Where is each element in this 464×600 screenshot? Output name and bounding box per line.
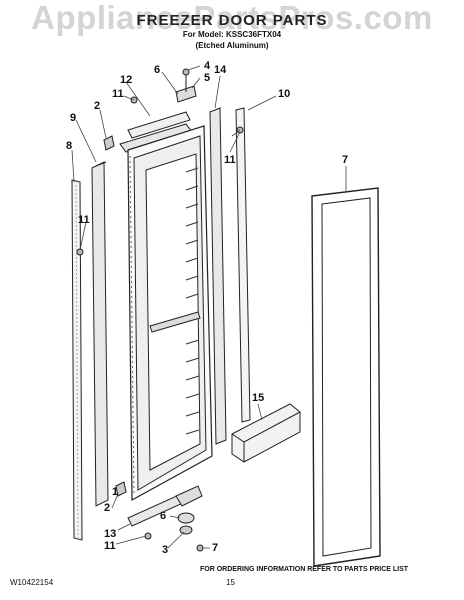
part-2-clip-top <box>103 135 115 151</box>
callout-13: 13 <box>104 528 117 540</box>
part-8-gasket-strip <box>71 179 83 541</box>
model-line: For Model: KSSC36FTX04 <box>182 30 282 39</box>
part-14-side-trim <box>209 107 227 445</box>
part-9-side-trim <box>91 161 109 507</box>
callout-11-right: 11 <box>224 154 236 166</box>
part-6-hinge-pin <box>177 512 195 535</box>
callout-6-top: 6 <box>154 64 161 76</box>
callout-10: 10 <box>278 88 291 100</box>
callout-6-bottom: 6 <box>160 510 167 522</box>
callout-7-bottom: 7 <box>212 542 219 554</box>
document-number: W10422154 <box>10 578 54 587</box>
callout-11-bottom: 11 <box>104 540 116 552</box>
page-title: FREEZER DOOR PARTS <box>136 12 328 29</box>
callout-4: 4 <box>204 60 211 72</box>
part-15-door-bin <box>231 403 301 463</box>
part-7-door-panel <box>311 187 381 567</box>
part-5-hinge <box>175 68 197 103</box>
callout-1: 1 <box>112 486 119 498</box>
callout-11-left: 11 <box>78 214 90 226</box>
page-number: 15 <box>226 578 235 587</box>
watermark: AppliancePartsPros.com <box>31 0 433 36</box>
callout-11-top: 11 <box>112 88 124 100</box>
callout-8: 8 <box>66 140 73 152</box>
part-13-bottom-bracket <box>127 485 203 527</box>
callout-15: 15 <box>252 392 265 404</box>
callout-12: 12 <box>120 74 133 86</box>
callout-7-top: 7 <box>342 154 349 166</box>
finish-line: (Etched Aluminum) <box>195 41 269 50</box>
door-liner <box>127 125 213 502</box>
callout-2-top: 2 <box>94 100 101 112</box>
callout-5: 5 <box>204 72 211 84</box>
callout-14: 14 <box>214 64 227 76</box>
callout-2-bottom: 2 <box>104 502 111 514</box>
ordering-note: FOR ORDERING INFORMATION REFER TO PARTS … <box>200 566 409 573</box>
callout-3: 3 <box>162 544 169 556</box>
part-10-strip <box>235 107 251 423</box>
callout-9: 9 <box>70 112 77 124</box>
leader-lines <box>71 65 347 549</box>
